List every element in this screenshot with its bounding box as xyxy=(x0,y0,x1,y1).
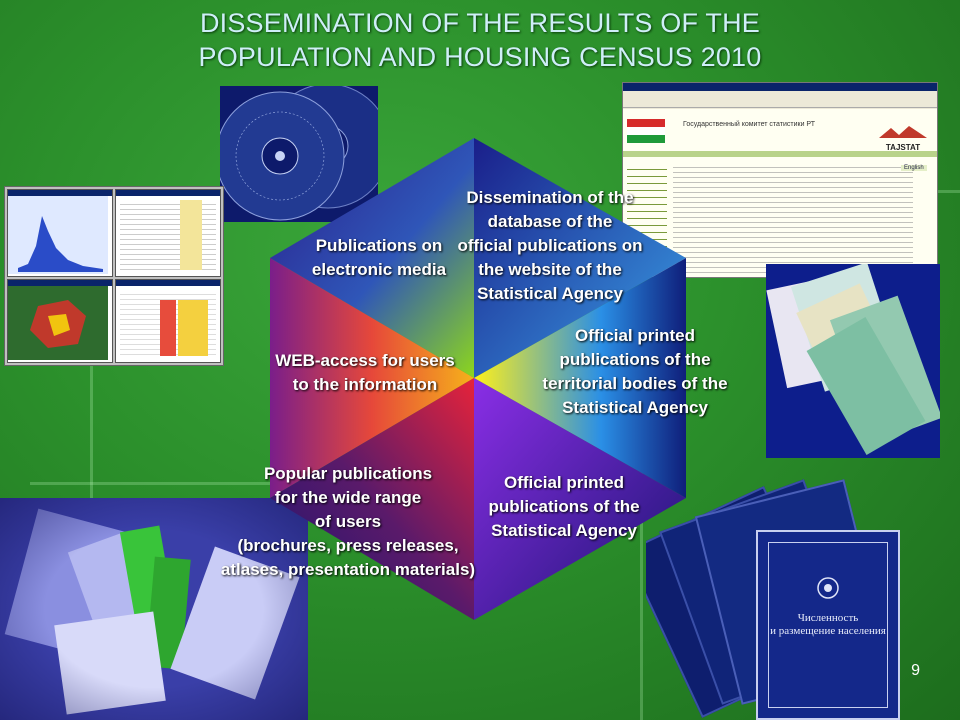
label-official-publications: Official printed publications of the Sta… xyxy=(474,471,654,543)
label-line: for the wide range xyxy=(274,488,422,507)
software-screenshot-image xyxy=(4,186,224,366)
label-line: Statistical Agency xyxy=(562,398,708,417)
label-electronic-media: Publications on electronic media xyxy=(294,234,464,282)
label-website-dissemination: Dissemination of the database of the off… xyxy=(446,186,654,306)
label-line: Popular publications xyxy=(263,464,433,483)
popular-publications-image xyxy=(0,498,308,720)
background-line xyxy=(930,190,960,193)
census-emblem-icon xyxy=(758,576,898,605)
segment-official xyxy=(474,378,686,620)
label-line: the website of the xyxy=(478,260,622,279)
segment-web-access xyxy=(270,258,474,498)
tajstat-logo-text: TAJSTAT xyxy=(885,143,921,152)
agency-website-screenshot: Государственный комитет статистики РТ TA… xyxy=(622,82,938,278)
segment-popular xyxy=(270,378,474,620)
book-cover-title-2: и размещение населения xyxy=(770,625,886,637)
segment-website xyxy=(474,138,686,378)
official-publications-books-image: Численность и размещение населения xyxy=(646,470,906,720)
label-line: Dissemination of the xyxy=(466,188,634,207)
background-line xyxy=(30,482,270,485)
label-line: publications of the xyxy=(488,497,640,516)
dissemination-hexagon xyxy=(270,138,686,620)
label-line: territorial bodies of the xyxy=(542,374,728,393)
label-line: of users xyxy=(314,512,382,531)
label-line: database of the xyxy=(487,212,613,231)
label-popular-publications: Popular publications for the wide range … xyxy=(200,462,496,582)
label-web-access: WEB-access for users to the information xyxy=(264,349,466,397)
label-line: atlases, presentation materials) xyxy=(220,560,476,579)
label-line: publications of the xyxy=(559,350,711,369)
segment-electronic-media xyxy=(270,138,474,378)
label-line: Statistical Agency xyxy=(477,284,623,303)
label-line: electronic media xyxy=(311,260,447,279)
background-line xyxy=(640,470,643,720)
label-line: to the information xyxy=(292,375,438,394)
label-line: Statistical Agency xyxy=(491,521,637,540)
slide-title: DISSEMINATION OF THE RESULTS OF THE POPU… xyxy=(0,6,960,74)
english-link[interactable]: English xyxy=(901,165,927,171)
cd-discs-image xyxy=(220,86,378,222)
label-line: official publications on xyxy=(457,236,643,255)
tajstat-logo: TAJSTAT xyxy=(879,125,927,152)
book-cover-title-1: Численность xyxy=(797,612,859,624)
territorial-publications-image xyxy=(766,264,940,458)
segment-territorial xyxy=(474,258,686,498)
label-line: (brochures, press releases, xyxy=(237,536,459,555)
title-line-1: DISSEMINATION OF THE RESULTS OF THE xyxy=(199,8,761,38)
label-line: Official printed xyxy=(504,473,624,492)
background-line xyxy=(90,360,93,500)
agency-name: Государственный комитет статистики РТ xyxy=(683,121,816,128)
label-territorial-publications: Official printed publications of the ter… xyxy=(528,324,742,420)
label-line: Publications on xyxy=(315,236,443,255)
page-number: 9 xyxy=(911,662,920,679)
label-line: Official printed xyxy=(575,326,695,345)
label-line: WEB-access for users xyxy=(275,351,455,370)
title-line-2: POPULATION AND HOUSING CENSUS 2010 xyxy=(198,42,762,72)
